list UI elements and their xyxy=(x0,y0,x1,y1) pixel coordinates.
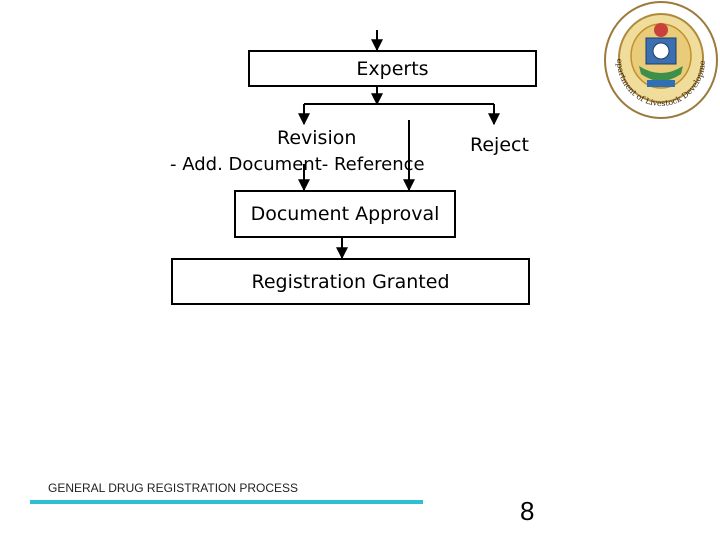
document-approval-label: Document Approval xyxy=(250,203,440,225)
revision-label: Revision xyxy=(277,127,357,149)
experts-box: Experts xyxy=(248,50,537,87)
page-number: 8 xyxy=(520,496,535,526)
footer-title: GENERAL DRUG REGISTRATION PROCESS xyxy=(48,481,299,495)
department-seal-icon: Department of Livestock Development xyxy=(603,0,718,119)
footer-accent-line xyxy=(30,500,423,504)
registration-granted-label: Registration Granted xyxy=(251,270,450,293)
experts-label: Experts xyxy=(356,57,429,80)
document-approval-box: Document Approval xyxy=(234,190,456,238)
reject-label: Reject xyxy=(470,134,529,156)
revision-note: - Add. Document- Reference xyxy=(170,154,425,175)
registration-granted-box: Registration Granted xyxy=(171,258,530,305)
